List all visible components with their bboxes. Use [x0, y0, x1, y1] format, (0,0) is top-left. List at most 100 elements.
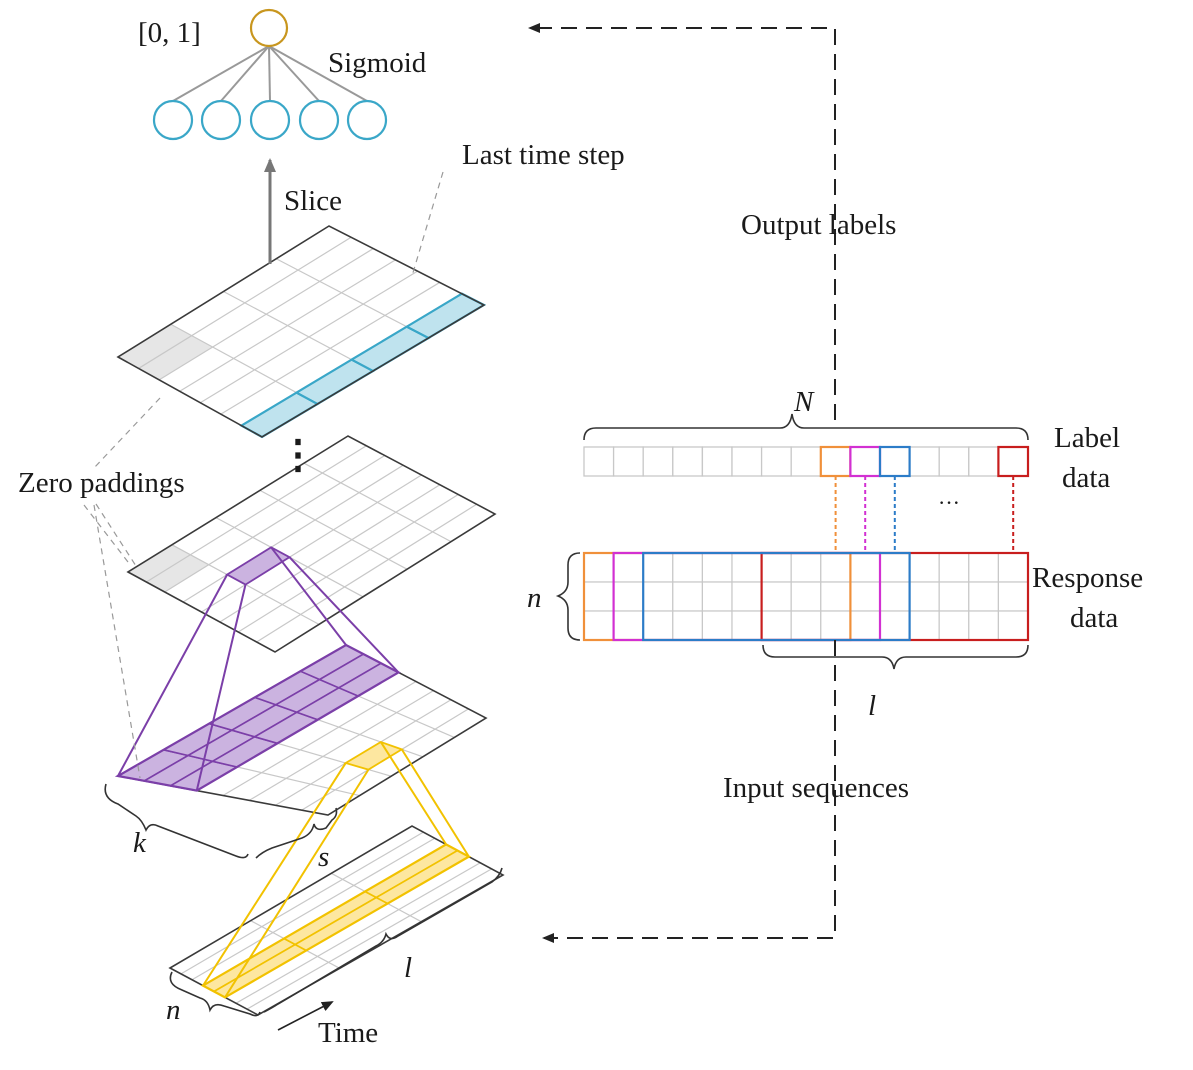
response-data-cell [760, 552, 792, 583]
grid-line [201, 474, 422, 613]
zero-padding-cell [118, 324, 192, 369]
yellow-kernel [200, 741, 472, 999]
n-brace-left [169, 971, 261, 1017]
label-data-cell [642, 446, 674, 477]
grid-line [256, 503, 477, 643]
response-data-cell [612, 581, 644, 612]
purple-kernel [114, 546, 401, 792]
response-data-cell [820, 552, 851, 583]
response-data-cell [790, 610, 822, 641]
response-data-cell [583, 581, 615, 612]
hidden-layer-border [126, 435, 497, 653]
grid-line [237, 493, 459, 633]
response-data-cell [672, 552, 703, 583]
response-data-label-line2: data [1070, 602, 1118, 634]
response-data-cell [760, 610, 792, 641]
label-data-cell [701, 446, 733, 477]
l-brace-right [762, 644, 1029, 670]
response-data-cell [820, 610, 851, 641]
N-brace [583, 413, 1029, 441]
network-edge [268, 45, 320, 102]
grid-line [235, 862, 481, 1004]
label-data-cell [672, 446, 704, 477]
response-data-label-line1: Response [1032, 562, 1143, 594]
hidden-node [152, 99, 194, 141]
response-data-cell [938, 552, 970, 583]
label-data-cell [938, 446, 970, 477]
grid-line [164, 454, 386, 593]
output-labels-label: Output labels [741, 209, 896, 241]
response-data-cell [642, 552, 674, 583]
input-layer-border [168, 825, 505, 1016]
response-data-cell [731, 610, 763, 641]
convolution-kernels [83, 171, 503, 1031]
output-network [152, 8, 388, 264]
output-range-label: [0, 1] [138, 17, 201, 49]
sigmoid-label: Sigmoid [328, 47, 427, 79]
zero-padding-cell [146, 554, 209, 592]
slice-label: Slice [284, 185, 342, 217]
grid-line [146, 445, 367, 583]
label-data-cell [997, 446, 1029, 477]
label-data-cell [968, 446, 1000, 477]
hidden-node [298, 99, 340, 141]
l-brace-left [263, 867, 503, 1013]
response-data-cell [908, 552, 940, 583]
response-data-cell [997, 610, 1029, 641]
label-data-cell [790, 446, 822, 477]
response-data-cell [612, 552, 644, 583]
grid-line [275, 258, 429, 339]
k-brace [104, 783, 249, 859]
hidden-node [346, 99, 388, 141]
label-data-cell [849, 446, 881, 477]
purple-kernel-edge [117, 574, 229, 777]
response-data-cell [790, 581, 822, 612]
network-edge [172, 45, 270, 102]
zero-padding-leader [95, 503, 137, 567]
n-symbol-left: n [166, 994, 181, 1026]
grid-line [246, 868, 492, 1010]
last-step-leader [411, 171, 444, 277]
response-data-cell [672, 581, 703, 612]
label-data-cell [612, 446, 644, 477]
label-data-cell [879, 446, 911, 477]
zero-padding-leader [93, 504, 141, 779]
time-label: Time [318, 1017, 378, 1049]
yellow-kernel-edge [202, 762, 347, 987]
response-data-cell [849, 610, 881, 641]
flow-arrows [528, 23, 836, 943]
yellow-kernel-edge [400, 748, 470, 858]
top-layer-face [118, 226, 484, 437]
response-data-cell [879, 581, 911, 612]
purple-kernel-border [114, 643, 401, 792]
label-data-label-line2: data [1062, 462, 1110, 494]
purple-kernel-edge [288, 556, 400, 674]
n-brace-right [555, 552, 581, 641]
s-symbol: s [318, 841, 329, 873]
top-layer [116, 225, 487, 439]
response-data-cell [760, 581, 792, 612]
response-data-cell [879, 610, 911, 641]
response-data-cell [583, 610, 615, 641]
network-edge [220, 45, 270, 102]
response-data-cell [968, 610, 999, 641]
response-data-cell [997, 552, 1029, 583]
feature-map-layers [115, 225, 505, 1016]
yellow-kernel-edge [224, 769, 370, 998]
ellipsis-label: ··· [938, 490, 960, 515]
l-symbol-right: l [868, 690, 876, 722]
last-time-step-label: Last time step [462, 139, 625, 171]
label-data-label-line1: Label [1054, 422, 1120, 454]
l-symbol-left: l [404, 952, 412, 984]
response-data-cell [938, 581, 970, 612]
hidden-node [249, 99, 291, 141]
zero-padding-cell [128, 544, 191, 582]
network-edge [268, 45, 368, 102]
N-symbol: N [793, 386, 815, 418]
purple-kernel-edge [195, 584, 247, 791]
grid-line [259, 489, 408, 570]
grid-line [222, 680, 417, 797]
response-window-blue [642, 551, 911, 642]
